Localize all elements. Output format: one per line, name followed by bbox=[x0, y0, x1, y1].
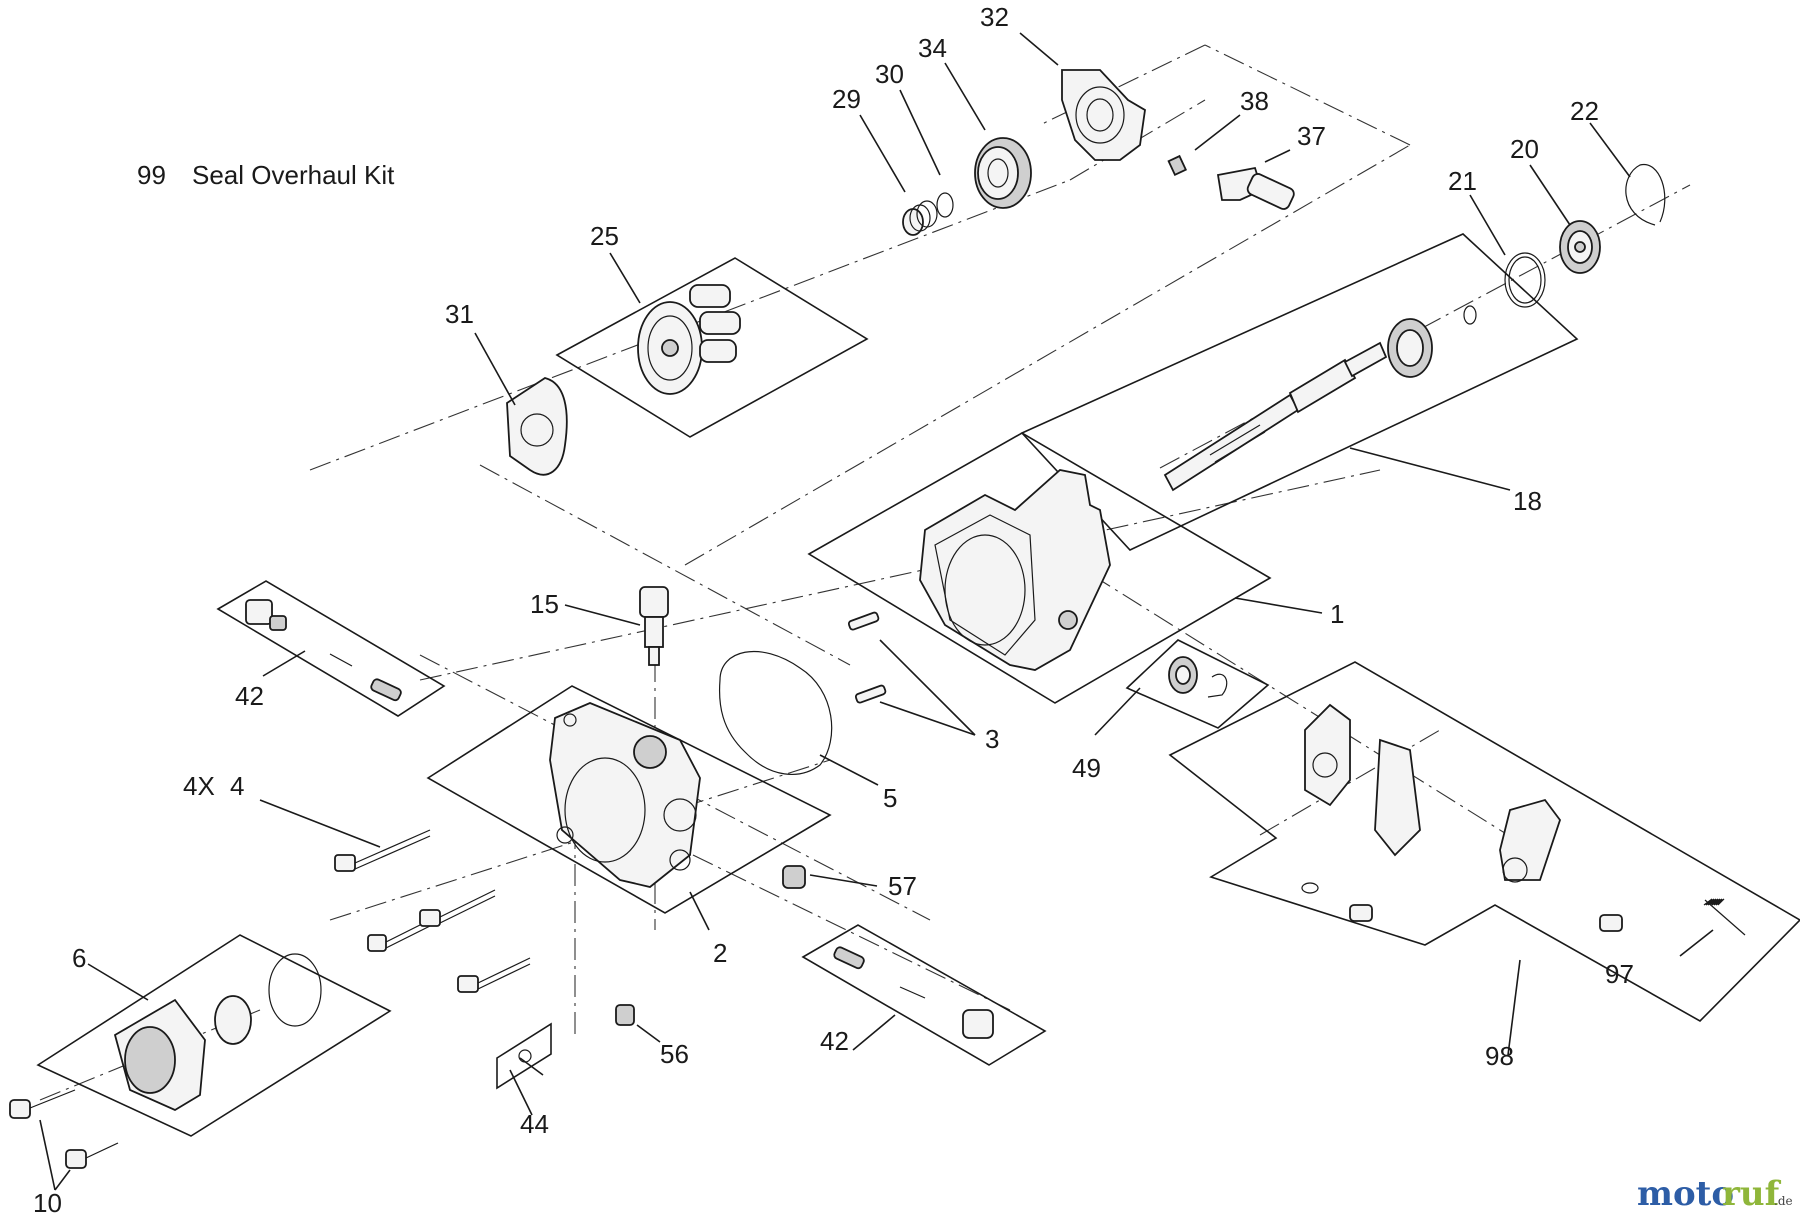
plane-6 bbox=[36, 934, 392, 1137]
callout-57: 57 bbox=[888, 871, 917, 901]
callout-4-qty: 4X bbox=[183, 771, 215, 801]
kit-number: 99 bbox=[137, 160, 166, 190]
plane-42-bottom bbox=[801, 924, 1047, 1066]
part-1-housing bbox=[919, 469, 1111, 671]
part-25-rotating-group bbox=[637, 284, 741, 395]
callout-98: 98 bbox=[1485, 1041, 1514, 1071]
part-2-endcap bbox=[549, 702, 701, 888]
part-21-ring bbox=[1504, 252, 1546, 308]
leader-lines bbox=[39, 32, 1714, 1191]
part-44-plate bbox=[518, 1049, 532, 1063]
plane-98 bbox=[1168, 661, 1800, 1022]
callout-6: 6 bbox=[72, 943, 86, 973]
callout-22: 22 bbox=[1570, 96, 1599, 126]
part-37-arm bbox=[1216, 166, 1295, 210]
plane-1 bbox=[807, 432, 1272, 704]
watermark-brand-b: ruf bbox=[1722, 1174, 1782, 1214]
callout-42-top: 42 bbox=[235, 681, 264, 711]
callout-1: 1 bbox=[1330, 599, 1344, 629]
part-5-gasket bbox=[718, 651, 833, 775]
part-49-seal bbox=[1168, 656, 1228, 698]
callout-21: 21 bbox=[1448, 166, 1477, 196]
callout-44: 44 bbox=[520, 1109, 549, 1139]
callout-2: 2 bbox=[713, 938, 727, 968]
part-29-spring bbox=[902, 200, 938, 236]
part-22-snap-ring bbox=[1625, 164, 1666, 226]
watermark-suffix: .de bbox=[1774, 1194, 1793, 1208]
part-42-top-valve bbox=[245, 599, 402, 702]
callout-37: 37 bbox=[1297, 121, 1326, 151]
callout-3: 3 bbox=[985, 724, 999, 754]
part-4-bolts bbox=[334, 829, 531, 993]
assembly-axes bbox=[39, 44, 1691, 1101]
callout-29: 29 bbox=[832, 84, 861, 114]
callout-49: 49 bbox=[1072, 753, 1101, 783]
callout-25: 25 bbox=[590, 221, 619, 251]
callout-20: 20 bbox=[1510, 134, 1539, 164]
part-42-bottom-valve bbox=[833, 946, 994, 1039]
callout-10: 10 bbox=[33, 1188, 62, 1218]
callout-30: 30 bbox=[875, 59, 904, 89]
part-18-shaft bbox=[1163, 305, 1477, 492]
callout-31: 31 bbox=[445, 299, 474, 329]
part-3-pins bbox=[847, 611, 887, 704]
part-56-plug bbox=[615, 1004, 635, 1026]
callout-34: 34 bbox=[918, 33, 947, 63]
watermark-logo: moto ruf .de bbox=[1637, 1174, 1793, 1214]
callout-18: 18 bbox=[1513, 486, 1542, 516]
part-31-plate bbox=[506, 377, 568, 476]
watermark-brand-a: moto bbox=[1637, 1174, 1734, 1214]
part-20-bearing bbox=[1559, 220, 1601, 274]
part-57-plug bbox=[782, 865, 806, 889]
callout-5: 5 bbox=[883, 783, 897, 813]
part-30-ring bbox=[936, 192, 954, 218]
part-38-key bbox=[1167, 154, 1188, 176]
part-34-seal bbox=[974, 137, 1032, 209]
callout-56: 56 bbox=[660, 1039, 689, 1069]
plane-44 bbox=[496, 1022, 552, 1090]
callout-38: 38 bbox=[1240, 86, 1269, 116]
part-15-valve bbox=[639, 586, 669, 666]
part-6-assembly bbox=[113, 953, 322, 1112]
parts bbox=[9, 69, 1746, 1169]
plane-25 bbox=[555, 257, 869, 438]
group-planes bbox=[36, 233, 1800, 1137]
part-10-screws bbox=[9, 1089, 119, 1169]
part-32-housing bbox=[1061, 69, 1146, 161]
callouts: 32 34 30 29 38 37 22 20 21 25 31 18 1 15… bbox=[33, 2, 1634, 1218]
callout-4: 4 bbox=[230, 771, 244, 801]
seal-overhaul-kit-note: 99 Seal Overhaul Kit bbox=[137, 160, 395, 190]
callout-42-bottom: 42 bbox=[820, 1026, 849, 1056]
plane-2 bbox=[426, 685, 832, 914]
kit-label: Seal Overhaul Kit bbox=[192, 160, 395, 190]
part-98-linkage bbox=[1301, 703, 1623, 932]
callout-32: 32 bbox=[980, 2, 1009, 32]
callout-97: 97 bbox=[1605, 959, 1634, 989]
part-97-spring bbox=[1703, 898, 1746, 936]
plane-42-top bbox=[216, 580, 446, 717]
callout-15: 15 bbox=[530, 589, 559, 619]
plane-49 bbox=[1125, 639, 1270, 729]
